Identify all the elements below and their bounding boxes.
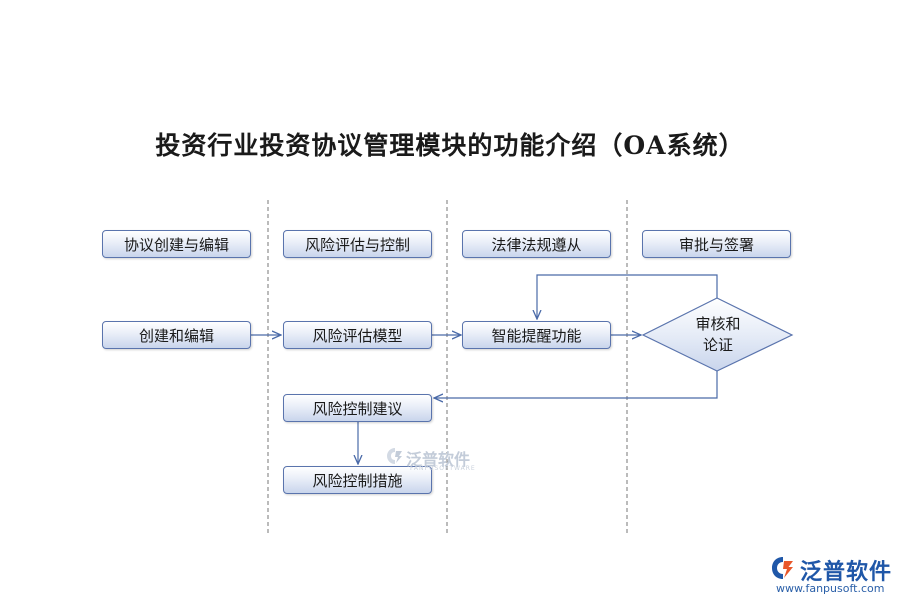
arrow-review-loop-back (537, 274, 718, 319)
lane-header-approval: 审批与签署 (642, 230, 791, 258)
lane-header-risk: 风险评估与控制 (283, 230, 432, 258)
watermark-logo-icon (387, 448, 402, 464)
arrow-review-to-advice (434, 371, 718, 398)
node-create-edit: 创建和编辑 (102, 321, 251, 349)
node-review-label: 审核和 论证 (668, 314, 768, 356)
brand-url: www.fanpusoft.com (776, 582, 885, 595)
node-risk-advice: 风险控制建议 (283, 394, 432, 422)
brand-logo-icon (772, 557, 793, 579)
watermark-name-text: 泛普软件 (406, 450, 471, 469)
brand-name: 泛普软件 (800, 560, 893, 585)
node-smart-reminder: 智能提醒功能 (462, 321, 611, 349)
watermark-name: 泛普软件 (406, 446, 470, 470)
watermark-sub: FANPUSOFTWARE (410, 465, 476, 472)
lane-header-agreement: 协议创建与编辑 (102, 230, 251, 258)
review-label-line2: 论证 (702, 336, 733, 354)
node-risk-model: 风险评估模型 (283, 321, 432, 349)
review-label-line1: 审核和 (695, 315, 741, 333)
node-risk-measures: 风险控制措施 (283, 466, 432, 494)
diagram-title: 投资行业投资协议管理模块的功能介绍（OA系统） (155, 131, 745, 160)
lane-header-legal: 法律法规遵从 (462, 230, 611, 258)
